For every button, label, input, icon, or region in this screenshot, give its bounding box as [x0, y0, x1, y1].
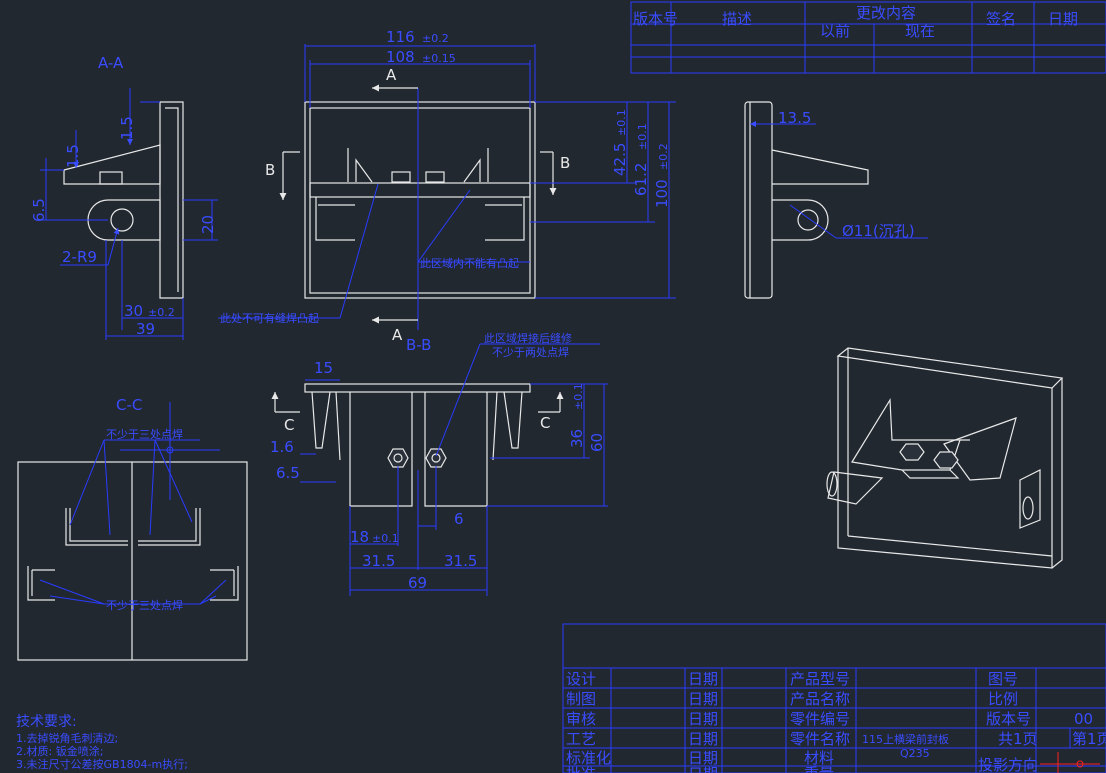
rev-col-description: 描述	[722, 10, 752, 28]
dim-39: 39	[136, 320, 155, 338]
dim-108-tol: ±0.15	[422, 52, 456, 65]
tb-date-1: 日期	[688, 670, 718, 688]
tech-line-2: 2.材质: 钣金喷涂;	[16, 744, 103, 758]
dim-6-5-a: 6.5	[30, 198, 48, 222]
note-bb-2: 不少于两处点焊	[492, 345, 569, 359]
dim-hole: Ø11(沉孔)	[842, 222, 915, 240]
dim-116: 116	[386, 28, 415, 46]
dim-116-tol: ±0.2	[422, 32, 449, 45]
tb-part-name: 零件名称	[790, 730, 850, 748]
section-mark-a-bottom: A	[392, 326, 403, 344]
dim-1-5-a: 1.5	[118, 116, 136, 140]
tb-material-value: Q235	[900, 747, 930, 760]
tb-sheets: 共1页	[998, 730, 1038, 748]
tb-date-2: 日期	[688, 690, 718, 708]
dim-61-2-tol: ±0.1	[636, 123, 649, 150]
dim-30: 30	[124, 302, 143, 320]
view-a-a[interactable]: A-A 1.5 1.5 6.5 20 2-R9 30 ±0.2 39	[30, 54, 218, 340]
rev-col-version: 版本号	[633, 10, 678, 28]
rev-col-date: 日期	[1048, 10, 1078, 28]
dim-1-5-b: 1.5	[64, 144, 82, 168]
dim-108: 108	[386, 48, 415, 66]
tech-line-3: 3.未注尺寸公差按GB1804-m执行;	[16, 757, 188, 771]
view-label-b-b: B-B	[406, 336, 431, 354]
view-isometric[interactable]	[826, 347, 1064, 569]
note-cc-bottom: 不少于三处点焊	[106, 598, 183, 612]
dim-1-6: 1.6	[270, 438, 294, 456]
dim-36: 36	[568, 429, 586, 448]
dim-100: 100	[653, 179, 671, 208]
tb-design: 设计	[566, 670, 596, 688]
view-side[interactable]: 13.5 Ø11(沉孔)	[744, 101, 928, 299]
tb-draw: 制图	[566, 690, 596, 708]
dim-30-tol: ±0.2	[148, 306, 175, 319]
tb-projection: 投影方向	[978, 756, 1038, 773]
tb-version-value: 00	[1074, 710, 1093, 728]
dim-6-5-b: 6.5	[276, 464, 300, 482]
tb-check: 审核	[566, 710, 596, 728]
section-mark-b-left: B	[265, 161, 275, 179]
dim-18: 18	[350, 528, 369, 546]
rev-col-sign: 签名	[986, 10, 1016, 28]
tb-process: 工艺	[566, 730, 596, 748]
tb-version: 版本号	[986, 710, 1031, 728]
dim-100-tol: ±0.2	[657, 143, 670, 170]
tech-line-1: 1.去掉锐角毛刺清边;	[16, 731, 118, 745]
view-b-b[interactable]: B-B C C 15 1.6 6.5 36 ±0.1 60	[270, 331, 608, 596]
tb-drawing-number: 图号	[988, 670, 1018, 688]
tb-weight: 重量	[804, 765, 834, 773]
tb-approve: 批准	[566, 765, 596, 773]
note-weld-inner: 此区域内不能有凸起	[420, 256, 519, 270]
dim-2-r9: 2-R9	[62, 248, 97, 266]
tb-date-4: 日期	[688, 730, 718, 748]
technical-requirements: 技术要求: 1.去掉锐角毛刺清边; 2.材质: 钣金喷涂; 3.未注尺寸公差按G…	[16, 714, 188, 771]
section-mark-b-right: B	[560, 154, 570, 172]
tb-date-6: 日期	[688, 765, 718, 773]
view-front[interactable]: A A B B 116 ±0.2 108 ±0.15 42.5 ±0.1 61.…	[218, 28, 676, 344]
dim-69: 69	[408, 574, 427, 592]
rev-col-change: 更改内容	[856, 4, 916, 22]
tech-title: 技术要求:	[16, 714, 77, 730]
section-mark-c-right: C	[540, 414, 550, 432]
view-label-c-c: C-C	[116, 396, 142, 414]
tb-sheet-no: 第1页	[1072, 730, 1106, 748]
note-weld-front: 此处不可有缝焊凸起	[220, 311, 319, 325]
dim-20: 20	[199, 215, 217, 234]
dim-13-5: 13.5	[778, 109, 811, 127]
tb-date-5: 日期	[688, 749, 718, 767]
note-bb-1: 此区域焊接后缝修	[484, 331, 572, 345]
title-block: 设计 制图 审核 工艺 标准化 批准 日期 日期 日期 日期 日期 日期 产品型…	[562, 623, 1106, 773]
rev-col-after: 现在	[905, 22, 935, 40]
tb-product-model: 产品型号	[790, 670, 850, 688]
tb-product-name: 产品名称	[790, 690, 850, 708]
section-mark-c-left: C	[284, 416, 294, 434]
tb-material: 材料	[804, 749, 834, 767]
dim-36-tol: ±0.1	[572, 383, 585, 410]
dim-15: 15	[314, 359, 333, 377]
tb-part-number: 零件编号	[790, 710, 850, 728]
rev-col-before: 以前	[820, 22, 850, 40]
dim-31-5-a: 31.5	[362, 552, 395, 570]
note-cc-top: 不少于三处点焊	[106, 427, 183, 441]
dim-60: 60	[588, 433, 606, 452]
view-c-c[interactable]: C-C 不少于三处点焊 不少于三处点焊	[17, 396, 248, 661]
tb-part-name-value: 115上横梁前封板	[862, 732, 949, 746]
dim-31-5-b: 31.5	[444, 552, 477, 570]
dim-18-tol: ±0.1	[372, 532, 399, 545]
dim-6: 6	[454, 510, 464, 528]
dim-61-2: 61.2	[632, 163, 650, 196]
view-label-a-a: A-A	[98, 54, 124, 72]
revision-table: 版本号 描述 更改内容 以前 现在 签名 日期	[630, 1, 1106, 74]
dim-42-5-tol: ±0.1	[615, 109, 628, 136]
section-mark-a-top: A	[386, 66, 397, 84]
tb-scale: 比例	[988, 690, 1018, 708]
dim-42-5: 42.5	[611, 143, 629, 176]
tb-standard: 标准化	[566, 749, 611, 767]
tb-date-3: 日期	[688, 710, 718, 728]
